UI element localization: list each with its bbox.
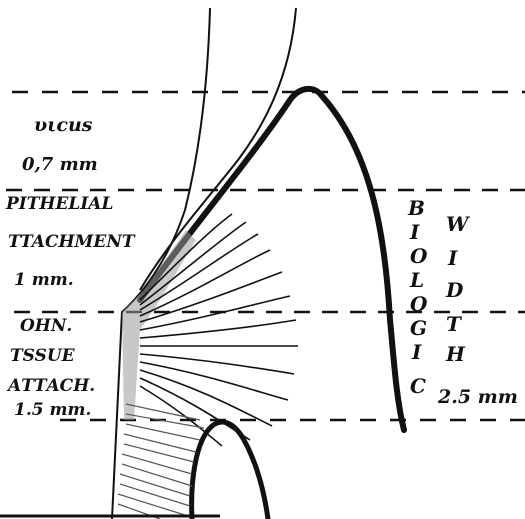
width-letter-3: D [446,280,463,300]
connective-fibers [140,214,298,446]
width-letter-4: T [446,314,461,334]
width-letter-2: I [448,248,457,268]
width-letter-5: H [446,344,465,364]
biologic-letter-4: L [410,270,424,290]
biologic-letter-8: C [410,376,426,396]
label-epithelial-value: 1 mm. [14,272,74,289]
biologic-letter-1: B [408,198,425,218]
label-connective-value: 1.5 mm. [14,402,91,419]
label-tissue: ΤSSUE [10,348,75,365]
biologic-letter-2: I [410,222,419,242]
biologic-letter-7: I [412,342,421,362]
width-letter-1: W [446,214,468,234]
alveolar-bone-outline [192,422,268,519]
biologic-letter-5: O [410,294,427,314]
label-attachment: TTACHMENT [8,234,135,251]
label-epithelial: PITHELIAL [6,196,113,213]
epithelial-band [122,230,196,420]
biologic-letter-6: G [410,318,427,338]
tooth-inner-line [140,8,296,290]
label-sulcus-value: 0,7 mm [22,156,98,174]
label-conn: ΟΗΝ. [20,318,72,335]
label-attach: ΑΤΤΑCΗ. [8,378,95,395]
label-sulcus: υιcus [34,116,92,135]
label-biologic-width-value: 2.5 mm [438,388,518,407]
biologic-letter-3: O [410,246,427,266]
tooth-crown-outline [112,8,210,519]
